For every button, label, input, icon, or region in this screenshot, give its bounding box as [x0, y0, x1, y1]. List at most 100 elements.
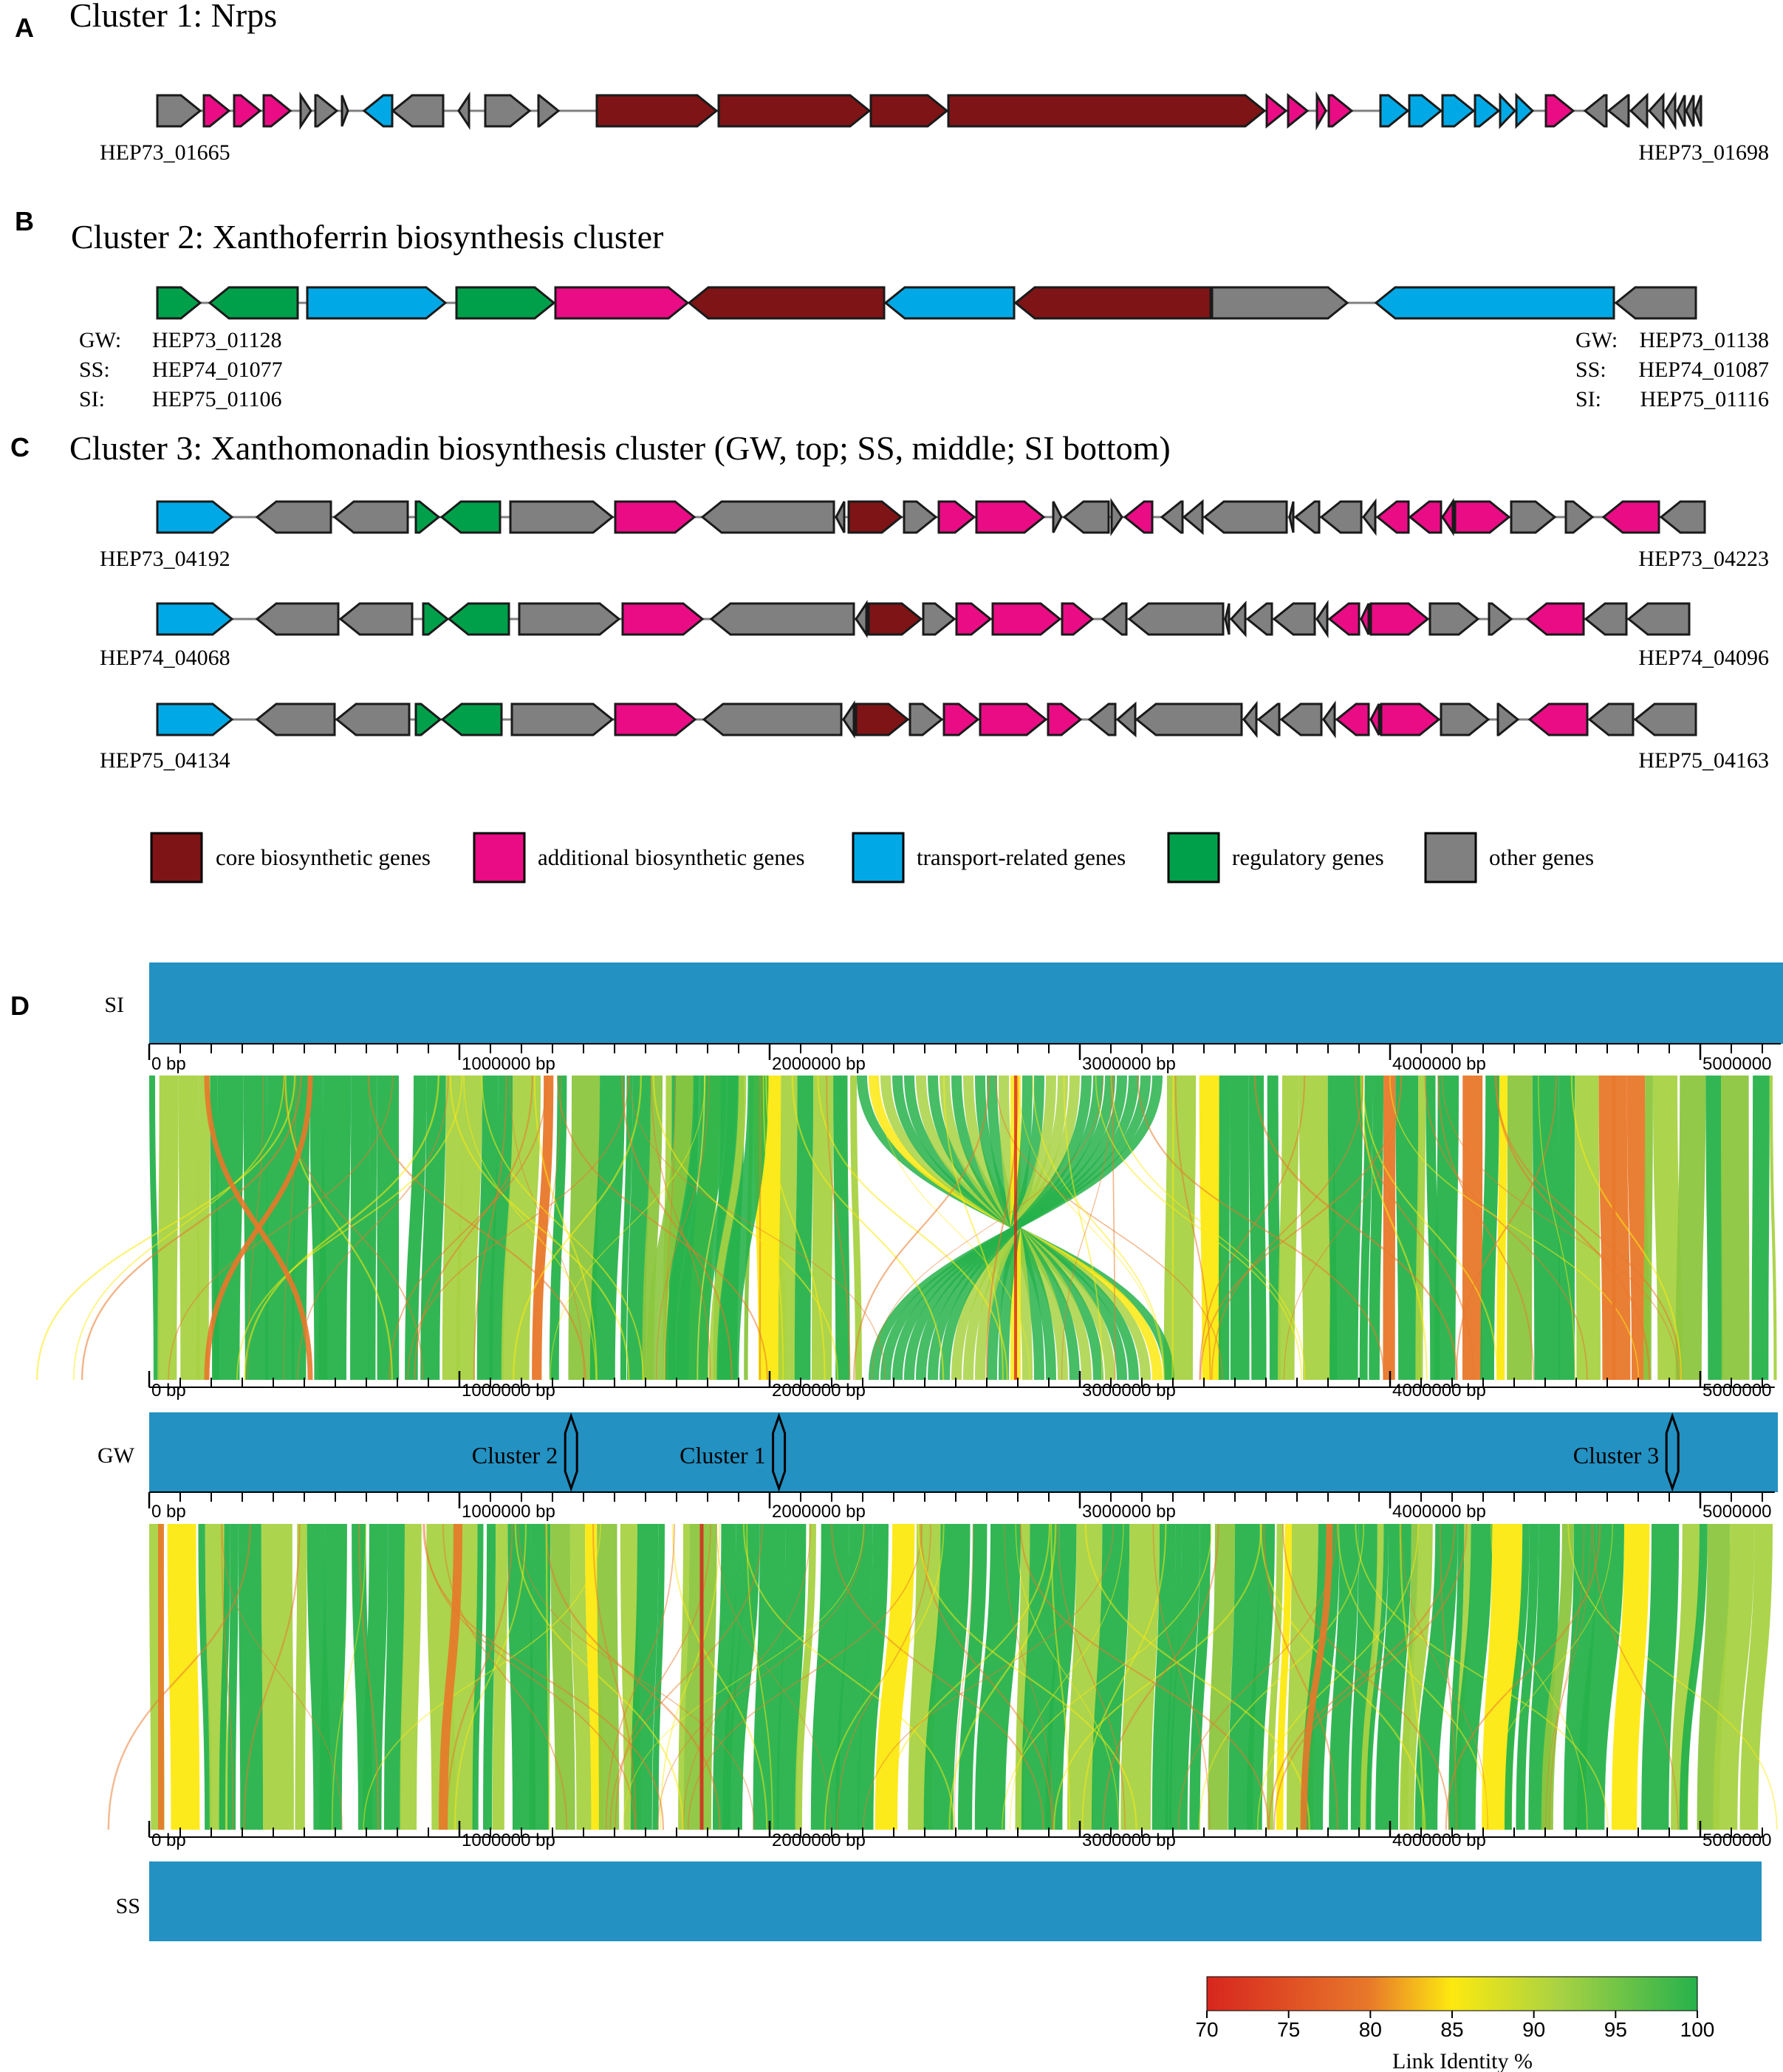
synteny-links-si-gw	[36, 1075, 1777, 1381]
panel-a: A Cluster 1: Nrps HEP73_01665 HEP73_0169…	[15, 0, 1769, 165]
synteny-thread	[609, 1523, 763, 1830]
synteny-thread	[550, 1075, 706, 1381]
gene-arrow-other	[855, 600, 868, 638]
gene-arrow-additional	[1525, 602, 1585, 636]
synteny-thread	[1061, 1075, 1112, 1381]
synteny-link	[149, 1076, 160, 1380]
gene-arrow-other	[1440, 702, 1491, 736]
synteny-thread	[1490, 1523, 1588, 1830]
synteny-thread	[243, 1523, 301, 1830]
synteny-thread	[439, 1523, 462, 1830]
synteny-link	[1248, 1076, 1267, 1380]
gene-arrow-additional	[1454, 500, 1511, 534]
gene-arrow-additional	[554, 286, 690, 320]
legend-swatch-other	[1424, 832, 1477, 883]
gene-arrow-additional	[1335, 702, 1370, 736]
synteny-thread	[514, 1523, 684, 1830]
tick-label: 1000000 bp	[462, 1830, 555, 1850]
synteny-link	[1266, 1524, 1284, 1830]
synteny-link	[1675, 1076, 1706, 1380]
synteny-thread	[481, 1075, 644, 1381]
synteny-thread	[1273, 1523, 1468, 1830]
synteny-link	[776, 1524, 807, 1830]
synteny-link	[585, 1524, 603, 1830]
synteny-thread	[1015, 1523, 1120, 1830]
synteny-link	[1359, 1076, 1373, 1380]
synteny-link	[1247, 1524, 1275, 1830]
synteny-thread	[863, 1523, 1115, 1830]
synteny-thread	[1032, 1075, 1165, 1381]
gene-arrow-other	[255, 702, 336, 736]
synteny-thread	[876, 1075, 1030, 1381]
gene-arrow-other	[1293, 500, 1321, 534]
panel-letter-d: D	[10, 991, 30, 1021]
synteny-thread	[592, 1523, 637, 1830]
gene-arrow-other	[537, 94, 561, 128]
synteny-thread	[1256, 1523, 1419, 1830]
left-locus-c-ss: HEP74_04068	[100, 646, 230, 670]
synteny-thread	[1110, 1075, 1306, 1381]
gene-arrow-other	[1614, 286, 1697, 320]
gene-arrow-additional	[1527, 702, 1589, 736]
synteny-thread	[422, 1523, 665, 1830]
synteny-link	[652, 1524, 665, 1830]
left-locus-b-id: HEP73_01128	[152, 328, 282, 352]
gene-arrow-additional	[1061, 602, 1095, 636]
tick-label: 3000000 bp	[1082, 1054, 1176, 1074]
gene-arrow-additional	[1327, 602, 1361, 636]
synteny-thread	[1057, 1523, 1126, 1830]
synteny-link	[1496, 1076, 1508, 1380]
synteny-link	[167, 1524, 200, 1830]
synteny-thread	[533, 1075, 562, 1381]
synteny-link	[1230, 1076, 1250, 1380]
gene-arrow-regulatory	[208, 286, 299, 320]
synteny-link	[405, 1076, 427, 1380]
synteny-thread	[221, 1523, 343, 1830]
gene-arrow-other	[1584, 602, 1628, 636]
gene-arrow-other	[1664, 91, 1677, 131]
gene-arrow-other	[1202, 500, 1288, 534]
synteny-thread	[445, 1523, 513, 1830]
synteny-thread	[204, 1075, 313, 1381]
synteny-thread	[917, 1523, 1137, 1830]
synteny-thread	[389, 1075, 548, 1381]
synteny-link	[1462, 1076, 1483, 1380]
gene-arrow-regulatory	[156, 286, 202, 320]
gene-arrow-other	[299, 92, 312, 130]
synteny-link	[957, 1524, 988, 1830]
synteny-thread	[652, 1075, 839, 1381]
synteny-link	[1163, 1076, 1197, 1380]
gene-arrow-additional	[1327, 94, 1354, 128]
gene-arrow-additional	[1441, 498, 1454, 536]
synteny-link	[1448, 1524, 1465, 1830]
legend-label-additional: additional biosynthetic genes	[538, 844, 805, 870]
panel-a-title: Cluster 1: Nrps	[69, 0, 277, 34]
gene-arrow-additional	[991, 602, 1062, 636]
synteny-thread	[1112, 1075, 1116, 1381]
synteny-thread	[853, 1075, 990, 1381]
synteny-thread	[533, 1075, 598, 1381]
gene-arrow-regulatory	[447, 602, 510, 636]
synteny-thread	[509, 1075, 584, 1381]
synteny-link	[1383, 1076, 1396, 1380]
gene-arrow-other	[1626, 602, 1691, 636]
synteny-thread	[544, 1523, 721, 1830]
gene-arrow-other	[156, 94, 202, 128]
panel-letter-b: B	[15, 206, 34, 236]
synteny-thread	[1004, 1523, 1054, 1830]
synteny-link	[1199, 1076, 1222, 1380]
gene-arrow-other	[1315, 600, 1329, 638]
synteny-thread	[1538, 1075, 1576, 1381]
synteny-thread	[1053, 1523, 1262, 1830]
synteny-thread	[765, 1075, 826, 1381]
synteny-thread	[236, 1075, 463, 1381]
synteny-thread	[1361, 1075, 1499, 1381]
gene-arrow-additional	[1287, 92, 1310, 129]
synteny-thread	[1259, 1523, 1426, 1830]
synteny-link	[1414, 1524, 1458, 1830]
synteny-link	[483, 1524, 496, 1830]
tick-label: 0 bp	[151, 1830, 186, 1850]
synteny-thread	[742, 1523, 955, 1830]
